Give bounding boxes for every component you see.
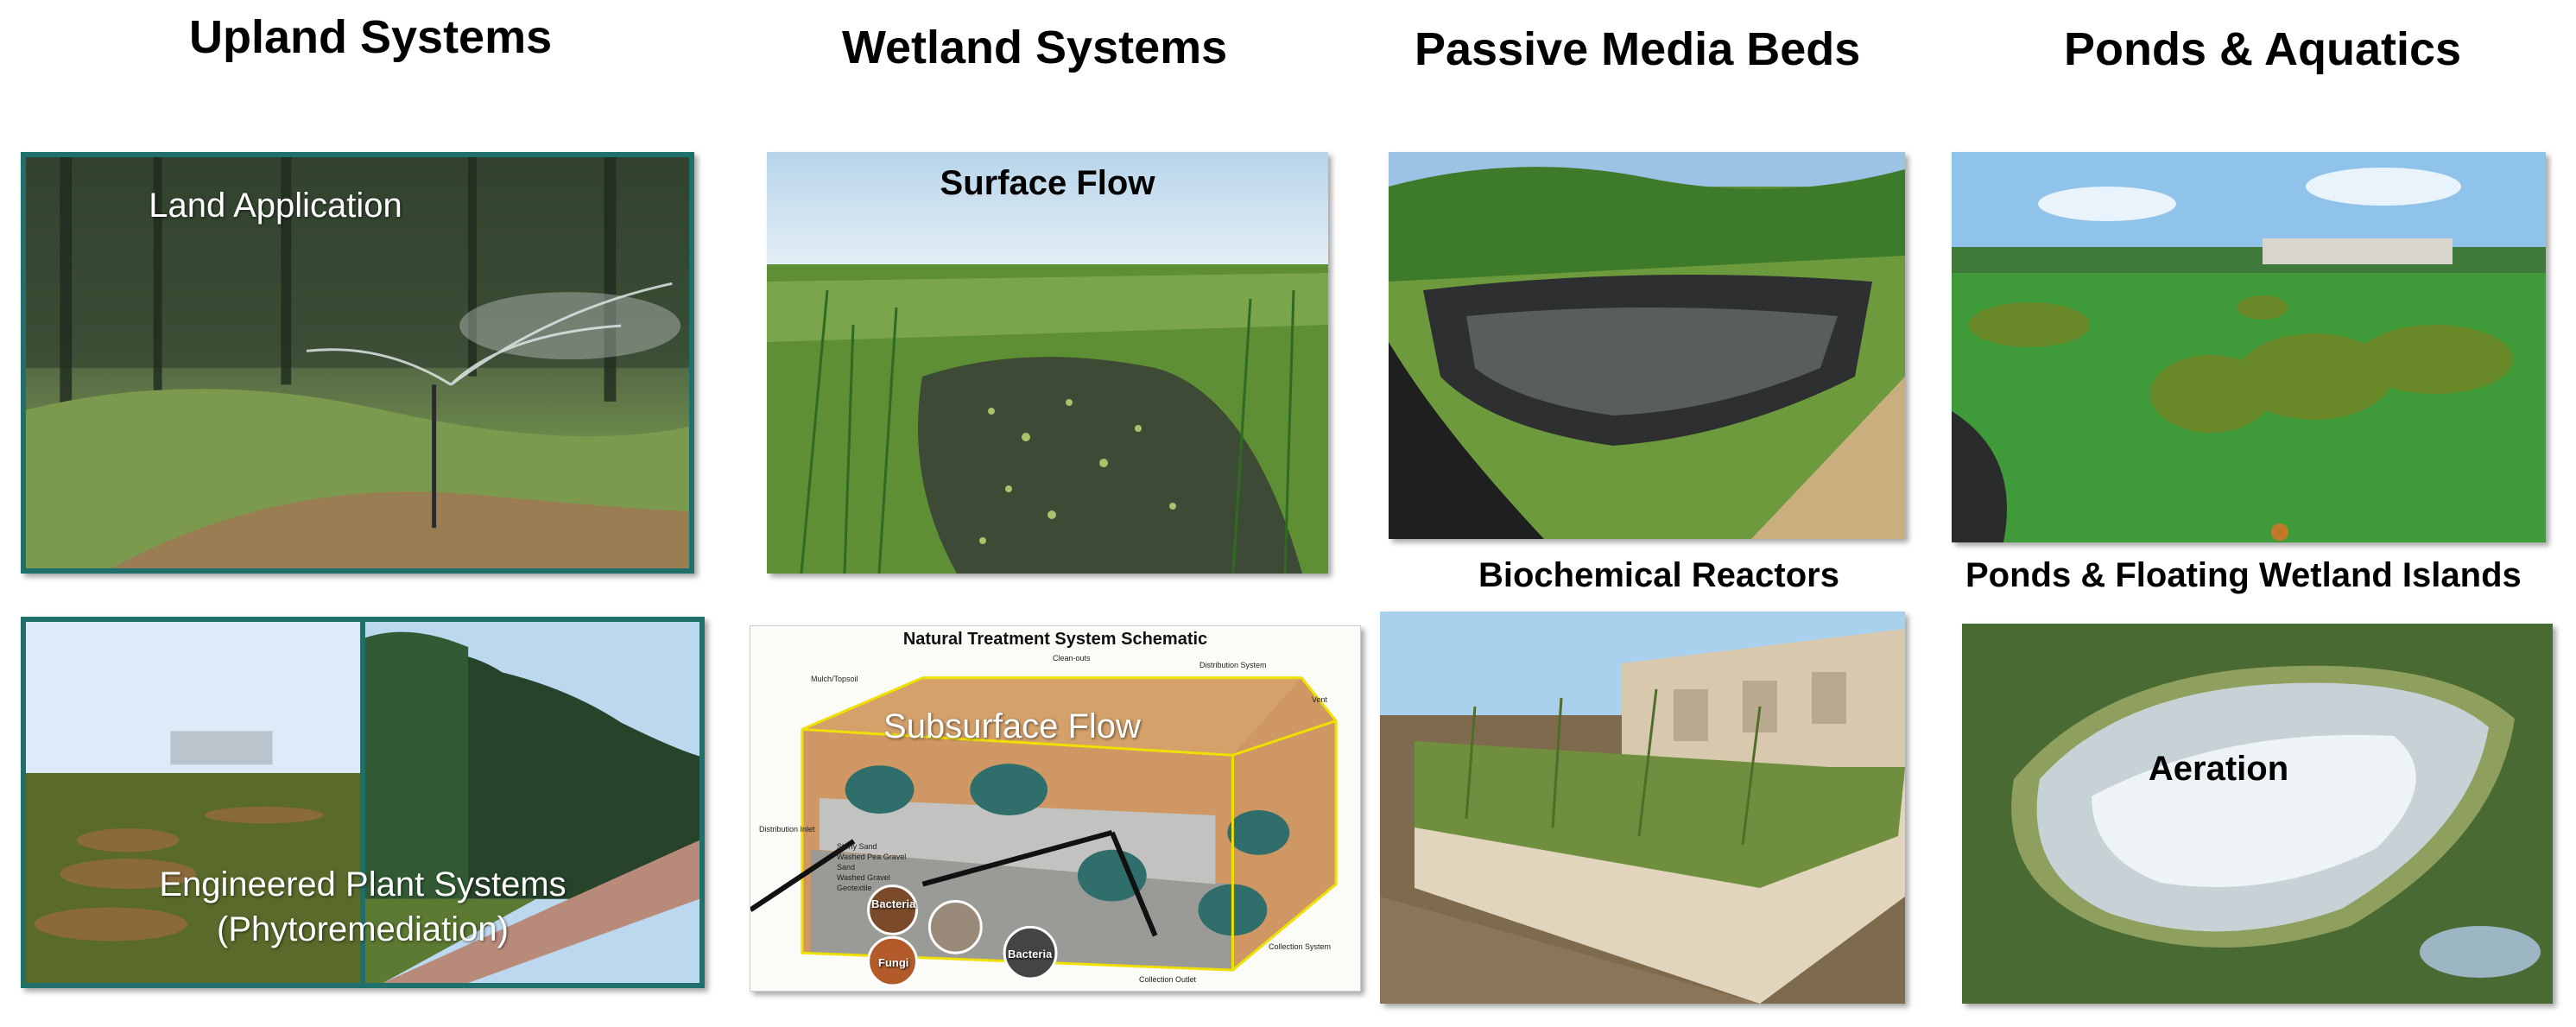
- schematic-label-stony-sand: Stony Sand: [837, 842, 877, 851]
- schematic-label-fungi: Fungi: [878, 956, 909, 969]
- biochemical-reactor-image: [1380, 612, 1905, 1004]
- schematic-label-collection-system: Collection System: [1269, 942, 1332, 951]
- schematic-label-geotextile: Geotextile: [837, 884, 872, 892]
- subsurface-flow-label: Subsurface Flow: [883, 707, 1141, 745]
- schematic-label-bacteria-2: Bacteria: [1008, 948, 1053, 960]
- schematic-label-bacteria-1: Bacteria: [871, 897, 916, 910]
- land-application-photo: Land Application: [21, 152, 694, 574]
- engineered-plant-systems-label: Engineered Plant Systems: [159, 865, 566, 903]
- schematic-label-distribution-inlet: Distribution Inlet: [759, 825, 815, 834]
- caption-biochemical-reactors: Biochemical Reactors: [1478, 556, 1839, 594]
- phytoremediation-image: [26, 622, 699, 983]
- schematic-label-collection-outlet: Collection Outlet: [1139, 975, 1197, 984]
- caption-ponds-floating-wetland-islands: Ponds & Floating Wetland Islands: [1965, 556, 2522, 594]
- heading-ponds-aquatics: Ponds & Aquatics: [2064, 23, 2462, 75]
- surface-flow-image: [767, 152, 1328, 574]
- floating-islands-image: [1952, 152, 2546, 542]
- surface-flow-photo: Surface Flow: [767, 152, 1328, 574]
- schematic-label-distribution-system: Distribution System: [1199, 661, 1267, 669]
- schematic-label-sand: Sand: [837, 863, 856, 872]
- biochemical-reactor-photo: [1380, 612, 1905, 1004]
- floating-wetland-islands-photo: [1952, 152, 2546, 542]
- engineered-plant-systems-photo: Engineered Plant Systems (Phytoremediati…: [21, 617, 705, 988]
- heading-upland-systems: Upland Systems: [189, 11, 553, 63]
- heading-wetland-systems: Wetland Systems: [842, 22, 1228, 73]
- heading-passive-media-beds: Passive Media Beds: [1415, 23, 1861, 75]
- aeration-label: Aeration: [2148, 750, 2289, 788]
- media-bed-image: [1389, 152, 1905, 539]
- passive-media-bed-photo: [1389, 152, 1905, 539]
- surface-flow-label: Surface Flow: [940, 164, 1155, 202]
- subsurface-flow-schematic: Natural Treatment System Schematic Mulch…: [750, 625, 1361, 992]
- schematic-label-vent: Vent: [1312, 695, 1328, 704]
- schematic-title: Natural Treatment System Schematic: [902, 630, 1208, 649]
- schematic-label-cleanouts: Clean-outs: [1053, 654, 1091, 662]
- phytoremediation-label: (Phytoremediation): [217, 910, 509, 948]
- schematic-label-washed-gravel: Washed Gravel: [837, 873, 890, 882]
- land-application-label: Land Application: [149, 187, 402, 225]
- aeration-photo: Aeration: [1962, 624, 2553, 1004]
- schematic-diagram: [750, 676, 1338, 987]
- land-application-image: [26, 157, 689, 568]
- schematic-label-washed-pea-gravel: Washed Pea Gravel: [837, 853, 907, 861]
- aeration-image: [1962, 624, 2553, 1004]
- schematic-label-mulch: Mulch/Topsoil: [811, 675, 858, 683]
